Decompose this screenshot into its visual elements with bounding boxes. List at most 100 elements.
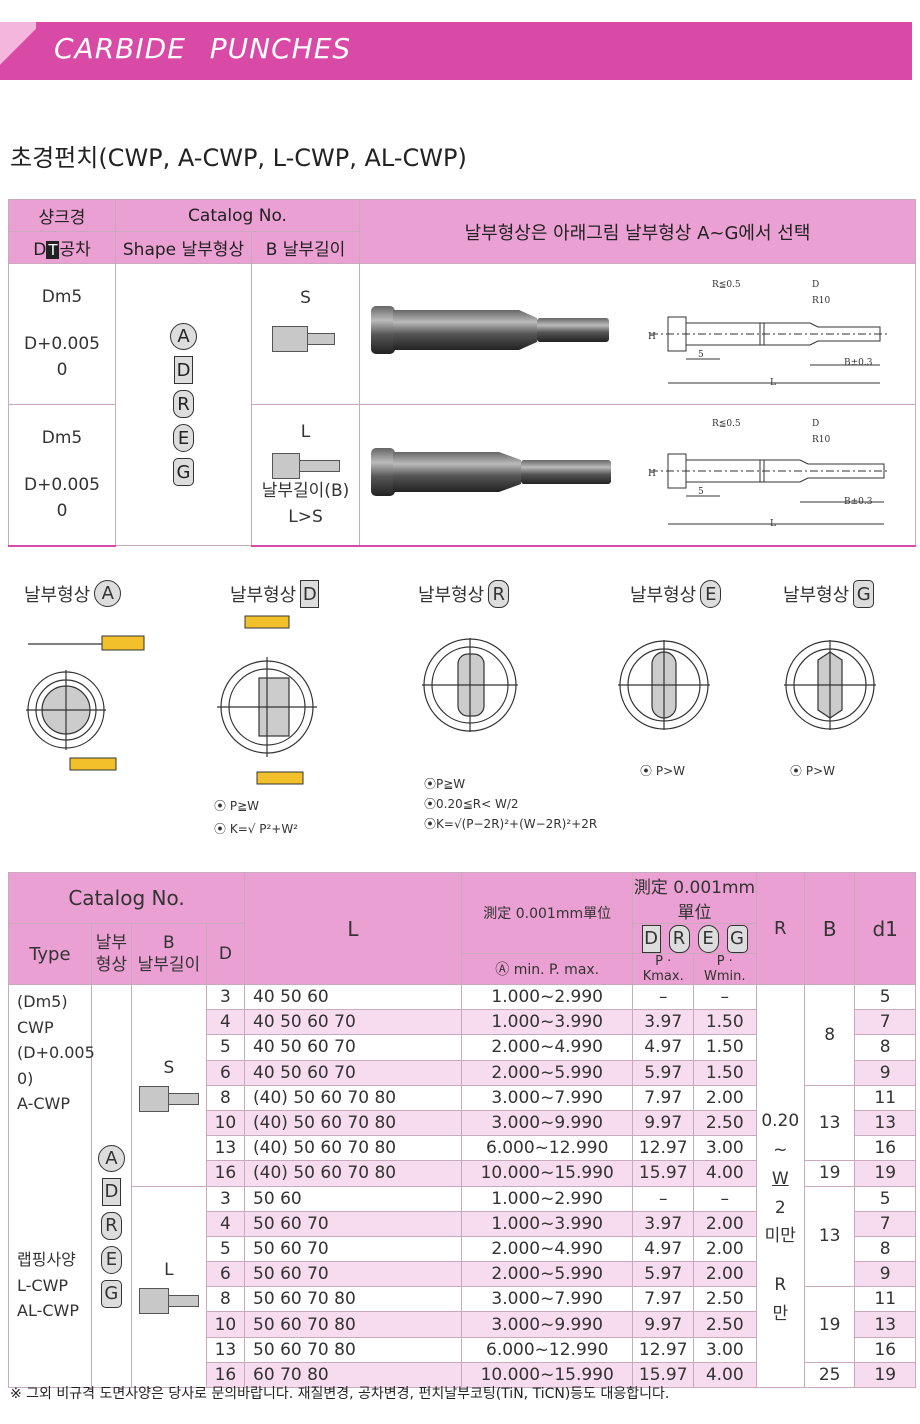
cell-l: (40) 50 60 70 80 (244, 1109, 462, 1137)
cell-d: 4 (205, 1210, 246, 1237)
cell-pw: 2.50 (692, 1286, 757, 1313)
cat-head-pw: P · Wmin. (692, 953, 757, 985)
cell-pw: 1.50 (692, 1009, 757, 1036)
cell-pw: 1.50 (692, 1034, 757, 1061)
cell-d1: 16 (854, 1135, 916, 1162)
cell-l: 50 60 70 (244, 1210, 462, 1237)
cell-minmax: 1.000~3.990 (460, 1210, 634, 1237)
cell-l: 50 60 70 80 (244, 1311, 462, 1338)
shape-letter-cell: A D R E G (115, 263, 252, 546)
cell-pk: 15.97 (632, 1160, 694, 1187)
cell-d: 5 (205, 1034, 246, 1061)
shape-r-drawing (422, 638, 518, 732)
shape-a-icon: A (170, 323, 197, 350)
cat-head-r: R (755, 872, 805, 985)
drawing-l: R≦0.5 D R10 B±0.3 L H 5 (648, 419, 890, 529)
cell-d: 4 (205, 1009, 246, 1036)
cell-d1: 5 (854, 1185, 916, 1212)
cell-d1: 7 (854, 1009, 916, 1036)
cat-head-type: Type (8, 923, 92, 985)
shape-e-icon: E (173, 424, 194, 452)
cell-minmax: 3.000~7.990 (460, 1084, 634, 1111)
cell-b: 19 (803, 1286, 856, 1363)
cell-pk: 5.97 (632, 1059, 694, 1086)
cell-pk: 12.97 (632, 1336, 694, 1363)
cell-l: 50 60 70 80 (244, 1286, 462, 1313)
cell-pk: 12.97 (632, 1135, 694, 1162)
punch-photo-l (371, 448, 611, 496)
cat-head-l: L (244, 872, 462, 985)
cell-minmax: 1.000~2.990 (460, 1185, 634, 1212)
punch-photo-s (371, 306, 609, 354)
blen-s-cell: S (131, 984, 207, 1187)
cell-pw: – (692, 1185, 757, 1212)
cell-d1: 13 (854, 1109, 916, 1137)
svg-text:B±0.3: B±0.3 (844, 358, 873, 368)
cat-head-d1: d1 (854, 872, 916, 985)
cell-l: 40 50 60 70 (244, 1059, 462, 1086)
cell-b: 19 (803, 1160, 856, 1187)
cell-pw: 2.00 (692, 1210, 757, 1237)
cell-l: (40) 50 60 70 80 (244, 1135, 462, 1162)
shape-r-icon: R (173, 390, 194, 418)
cat-head-shape: 날부 형상 (90, 923, 133, 985)
cell-pk: 3.97 (632, 1210, 694, 1237)
shape-d-icon: D (174, 356, 193, 384)
svg-text:R≦0.5: R≦0.5 (712, 280, 741, 290)
cat-head-pk: P · Kmax. (632, 953, 694, 985)
pin-long-icon (271, 453, 340, 479)
shape-g-icon: G (173, 458, 194, 486)
shape-d-drawing (217, 615, 317, 785)
cell-l: (40) 50 60 70 80 (244, 1160, 462, 1187)
svg-text:R10: R10 (812, 435, 831, 445)
cell-l: 50 60 70 (244, 1235, 462, 1263)
length-cell-s: S (250, 263, 361, 405)
cell-minmax: 6.000~12.990 (460, 1336, 634, 1363)
cell-pw: 2.00 (692, 1084, 757, 1111)
cell-pk: 7.97 (632, 1084, 694, 1111)
cell-pw: – (692, 983, 757, 1011)
cell-d: 3 (205, 1185, 246, 1212)
cell-b: 8 (803, 984, 856, 1086)
section-title: 초경펀치(CWP, A-CWP, L-CWP, AL-CWP) (10, 144, 467, 172)
cell-d1: 13 (854, 1311, 916, 1338)
cell-d1: 7 (854, 1210, 916, 1237)
cat-head-meas-a: 測定 0.001mm單位 (460, 872, 634, 954)
svg-text:D: D (812, 419, 819, 429)
cell-d1: 5 (854, 983, 916, 1011)
note-r-3: ⦿K=√(P−2R)²+(W−2R)²+2R (424, 817, 598, 831)
cat-head-meas-b: 測定 0.001mm單位 (632, 872, 757, 924)
spec-head-shape: Shape 날부형상 (115, 231, 252, 264)
svg-text:5: 5 (698, 350, 704, 360)
cell-d1: 9 (854, 1261, 916, 1288)
cell-d: 5 (205, 1235, 246, 1263)
note-d-1: ⦿ P≧W (214, 799, 259, 813)
note-d-2: ⦿ K=√ P²+W² (214, 822, 298, 836)
svg-text:L: L (770, 378, 776, 388)
note-g-1: ⦿ P>W (790, 764, 835, 778)
cell-pk: 15.97 (632, 1361, 694, 1389)
cell-l: 50 60 (244, 1185, 462, 1212)
cell-minmax: 2.000~5.990 (460, 1261, 634, 1288)
cell-minmax: 3.000~9.990 (460, 1311, 634, 1338)
cell-minmax: 1.000~3.990 (460, 1009, 634, 1036)
cell-l: 60 70 80 (244, 1361, 462, 1389)
